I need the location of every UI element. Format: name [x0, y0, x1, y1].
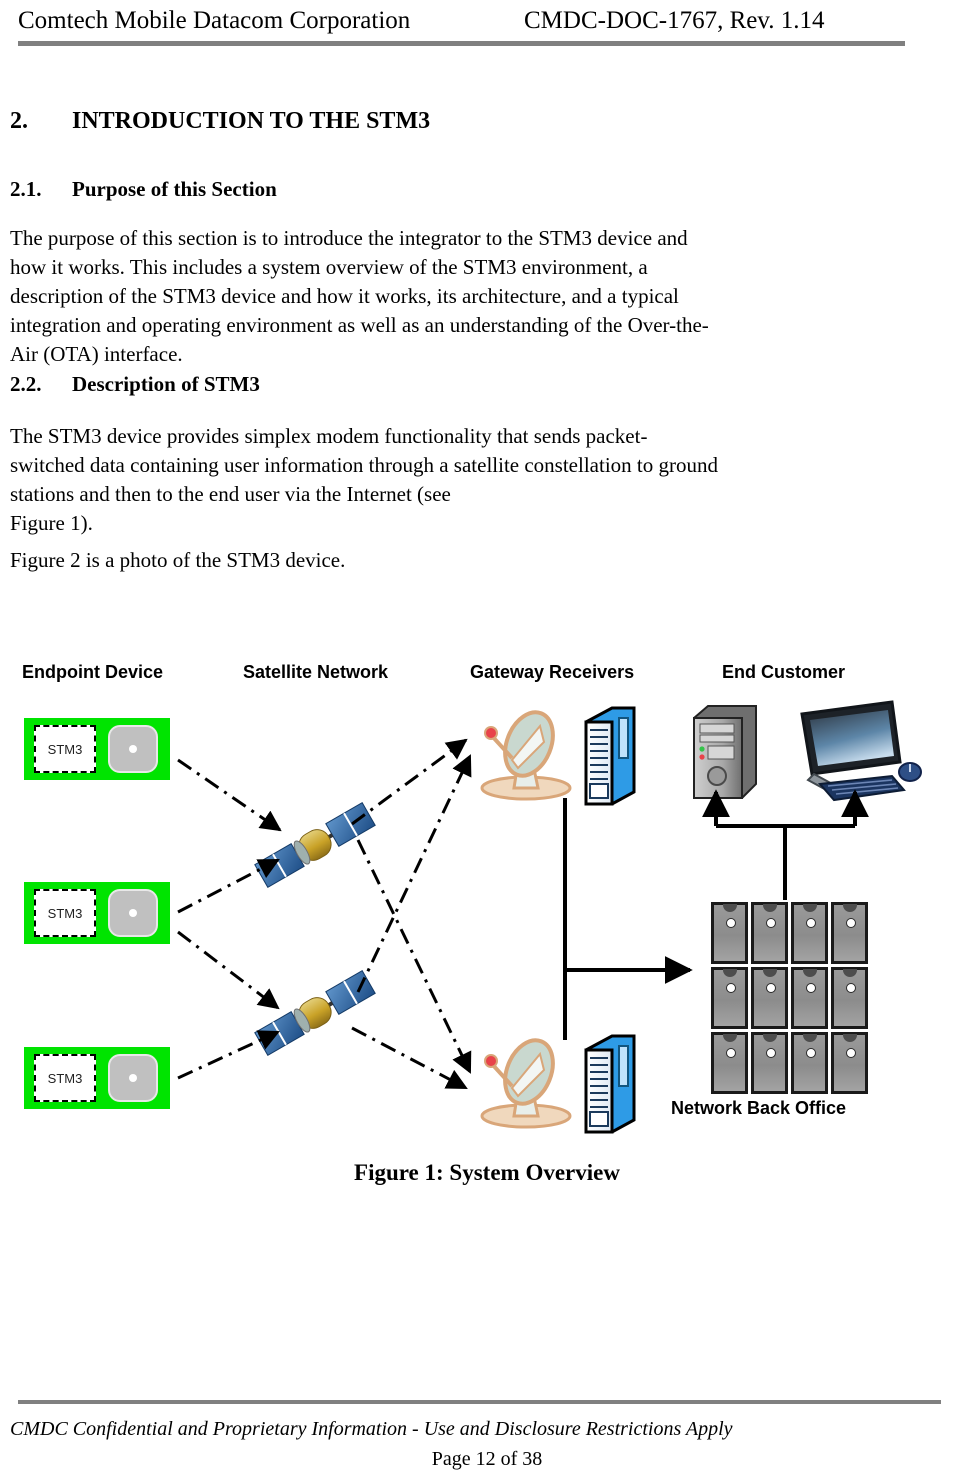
back-office-unit — [791, 902, 828, 964]
heading-section-2-2-number: 2.2. — [10, 372, 42, 396]
paragraph-description: The STM3 device provides simplex modem f… — [10, 424, 718, 506]
link-stm3-1-to-satellite-1 — [177, 758, 282, 832]
back-office-unit — [711, 902, 748, 964]
column-label-end-customer: End Customer — [722, 662, 846, 682]
stm3-chip-label: STM3 — [34, 725, 96, 773]
desktop-tower-icon — [693, 705, 757, 799]
back-office-unit — [831, 967, 868, 1029]
link-satellite-1-to-dish-1 — [351, 738, 468, 826]
header-document-id: CMDC-DOC-1767, Rev. 1.14 — [524, 7, 825, 34]
stm3-chip-label: STM3 — [34, 1054, 96, 1102]
back-office-unit — [711, 1032, 748, 1094]
figure-caption: Figure 1: System Overview — [354, 1160, 620, 1185]
stm3-antenna-pad-icon — [108, 889, 158, 937]
endpoint-device-stm3-1: STM3 — [24, 718, 170, 780]
paragraph-figure2-reference: Figure 2 is a photo of the STM3 device. — [10, 548, 346, 572]
footer-page-number: Page 12 of 38 — [431, 1448, 543, 1470]
link-stm3-2-to-satellite-3 — [177, 930, 280, 1010]
paragraph-figure-reference: Figure 1). — [10, 511, 93, 535]
header-company-name: Comtech Mobile Datacom Corporation — [18, 7, 411, 34]
paragraph-purpose: The purpose of this section is to introd… — [10, 226, 709, 366]
footer-confidentiality-notice: CMDC Confidential and Proprietary Inform… — [10, 1418, 733, 1440]
network-back-office-label: Network Back Office — [671, 1098, 847, 1118]
back-office-unit — [751, 967, 788, 1029]
header-divider — [18, 41, 905, 46]
stm3-chip-label: STM3 — [34, 889, 96, 937]
link-satellite-2-to-dish-1 — [356, 754, 472, 993]
heading-section-2: 2. INTRODUCTION TO THE STM3 — [10, 108, 430, 135]
satellite-icon-2 — [254, 970, 376, 1056]
figure-graphics-overlay — [177, 700, 922, 1134]
column-label-satellite-network: Satellite Network — [243, 662, 389, 682]
column-label-endpoint-device: Endpoint Device — [22, 662, 164, 682]
heading-section-2-2: 2.2. Description of STM3 — [10, 372, 260, 397]
satellite-icon-1 — [254, 802, 376, 888]
page-header: Comtech Mobile Datacom Corporation CMDC-… — [0, 6, 974, 40]
column-label-gateway-receivers: Gateway Receivers — [470, 662, 635, 682]
link-stm3-2-to-satellite-1 — [177, 858, 280, 914]
server-rack-icon-2 — [584, 1034, 636, 1134]
heading-section-2-1: 2.1. Purpose of this Section — [10, 177, 277, 202]
network-back-office: Network Back Office — [671, 902, 868, 1118]
back-office-server-grid — [711, 902, 868, 1094]
back-office-unit — [831, 902, 868, 964]
heading-section-2-1-number: 2.1. — [10, 177, 42, 201]
server-rack-icon-1 — [584, 706, 636, 806]
satellite-dish-icon-2 — [480, 1038, 572, 1129]
endpoint-device-stm3-3: STM3 — [24, 1047, 170, 1109]
link-satellite-1-to-dish-2 — [356, 839, 472, 1074]
link-satellite-2-to-dish-2 — [351, 1026, 468, 1090]
heading-section-2-title: INTRODUCTION TO THE STM3 — [72, 108, 431, 134]
endpoint-device-stm3-2: STM3 — [24, 882, 170, 944]
back-office-unit — [751, 1032, 788, 1094]
back-office-unit — [791, 967, 828, 1029]
stm3-antenna-pad-icon — [108, 1054, 158, 1102]
monitor-keyboard-icon — [800, 700, 922, 802]
back-office-unit — [791, 1032, 828, 1094]
satellite-dish-icon-1 — [480, 710, 572, 801]
figure-system-overview: Endpoint Device Satellite Network Gatewa… — [0, 640, 974, 1160]
stm3-antenna-pad-icon — [108, 725, 158, 773]
back-office-unit — [711, 967, 748, 1029]
back-office-unit — [831, 1032, 868, 1094]
link-stm3-3-to-satellite-2 — [177, 1030, 280, 1080]
heading-section-2-number: 2. — [10, 108, 28, 134]
heading-section-2-1-title: Purpose of this Section — [72, 177, 277, 201]
heading-section-2-2-title: Description of STM3 — [72, 372, 260, 396]
footer-divider — [18, 1400, 941, 1404]
back-office-unit — [751, 902, 788, 964]
